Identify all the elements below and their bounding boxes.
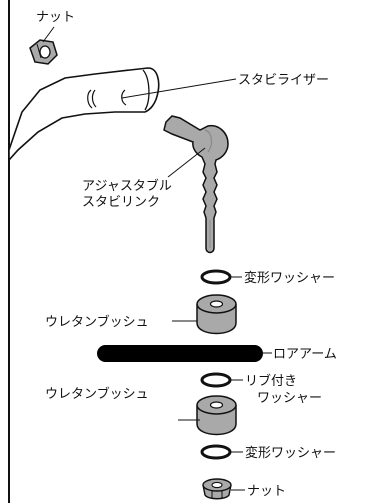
label-deform-washer-top: 変形ワッシャー [244,270,335,286]
label-adjustable-link-line1: アジャスタブル [82,178,172,194]
label-rib-washer-line2: ワッシャー [257,391,322,406]
label-stabilizer: スタビライザー [238,73,329,88]
deform-washer-bottom [200,444,232,460]
label-deform-washer-bottom: 変形ワッシャー [245,445,336,461]
rib-washer [200,372,232,388]
urethane-bush-bottom [196,395,237,436]
bottom-nut [202,478,232,500]
nut-top-leader [42,26,55,43]
label-urethane-bush-bottom: ウレタンブッシュ [45,386,149,402]
urethane-bush-top [196,294,237,335]
top-nut [29,39,58,65]
label-lower-arm: ロアアーム [273,347,337,362]
deform-washer-top [200,269,232,285]
label-nut-bottom: ナット [247,484,286,499]
label-adjustable-link-line2: スタビリンク [82,195,160,210]
label-urethane-bush-top: ウレタンブッシュ [45,314,149,330]
label-rib-washer-line1: リブ付き [245,373,297,389]
stabilizer-leader [121,78,237,99]
stabilizer-bar [8,67,160,163]
lower-arm [97,345,263,362]
adjustable-stabilizer-link [163,115,229,254]
adjustable-link-leader [167,147,206,178]
label-nut-top: ナット [36,10,75,25]
